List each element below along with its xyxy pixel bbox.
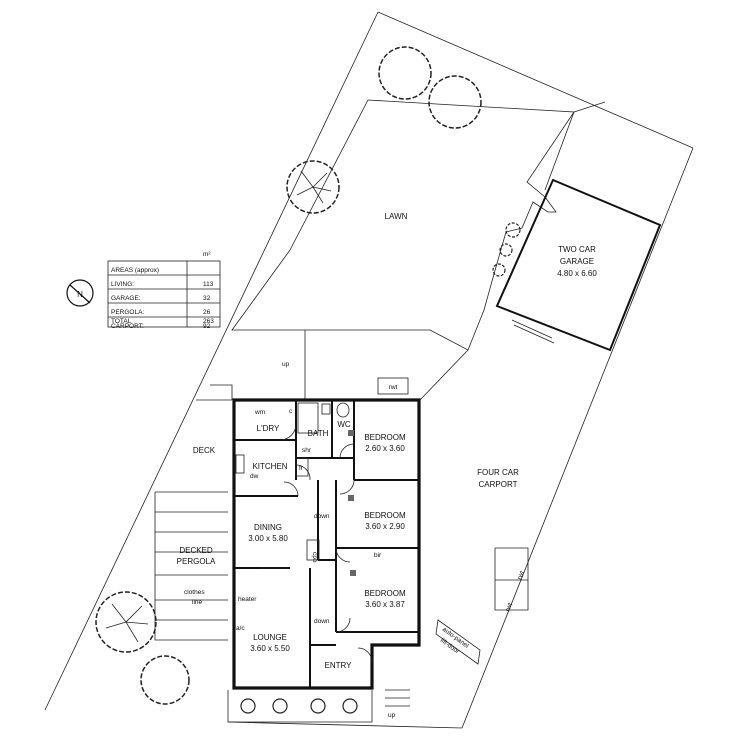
tree-icon xyxy=(95,46,521,714)
lounge-label: LOUNGE xyxy=(253,633,287,642)
rwt-label: rwt xyxy=(389,384,398,391)
carport-label: FOUR CAR xyxy=(477,468,519,477)
house-walls xyxy=(232,398,421,690)
fixtures xyxy=(235,377,529,665)
cpb-label: cpb xyxy=(311,552,318,563)
bedroom-3-label: BEDROOM xyxy=(364,589,406,598)
shr-label: shr xyxy=(302,447,312,454)
bath-label: BATH xyxy=(308,429,329,438)
bedroom-2-label: BEDROOM xyxy=(364,511,406,520)
lounge-dims: 3.60 x 5.50 xyxy=(250,644,290,653)
down-label: down xyxy=(314,513,330,520)
areas-title: AREAS (approx) xyxy=(111,267,159,274)
pergola-label: DECKED xyxy=(179,546,213,555)
clothes-label: clothes xyxy=(184,589,205,596)
areas-row-value: 113 xyxy=(203,281,214,288)
carport-lines xyxy=(304,330,469,401)
site-boundary xyxy=(44,11,694,729)
garden-bed xyxy=(227,689,410,723)
areas-row-value: 32 xyxy=(203,295,211,302)
bedroom-2-dims: 3.60 x 2.90 xyxy=(365,522,405,531)
door-swings xyxy=(279,423,373,663)
up-label-entry: up xyxy=(388,712,396,719)
garage-label: GARAGE xyxy=(560,257,594,266)
pergola-label: PERGOLA xyxy=(177,557,216,566)
bedroom-1-label: BEDROOM xyxy=(364,433,406,442)
bedroom-3-dims: 3.60 x 3.87 xyxy=(365,600,405,609)
areas-row-label: CARPORT: xyxy=(111,323,144,330)
fr-label: fr xyxy=(299,465,304,472)
lawn-label: LAWN xyxy=(385,212,408,221)
compass-letter: N xyxy=(77,290,83,299)
areas-total-label-text: TOTAL xyxy=(111,318,132,325)
c-label: c xyxy=(289,408,293,415)
deck-label: DECK xyxy=(193,446,216,455)
wc-label: WC xyxy=(337,420,351,429)
kitchen-label: KITCHEN xyxy=(252,462,287,471)
garage xyxy=(495,178,662,352)
areas-total-value: 263 xyxy=(203,318,214,325)
wm-label: wm xyxy=(254,409,265,416)
areas-table xyxy=(107,260,221,328)
carport-label: CARPORT xyxy=(479,480,518,489)
down-label-lounge: down xyxy=(314,618,330,625)
areas-row-value: 92 xyxy=(203,323,211,330)
rwt-label-carport-2: rwt xyxy=(516,570,526,581)
laundry-label: L'DRY xyxy=(257,424,280,433)
bir-label: bir xyxy=(374,552,382,559)
garage-dims: 4.80 x 6.60 xyxy=(557,269,597,278)
deck xyxy=(154,384,233,641)
areas-row-label: PERGOLA: xyxy=(111,309,144,316)
dining-label: DINING xyxy=(254,523,282,532)
heater-label: heater xyxy=(238,596,257,603)
line-label: line xyxy=(192,599,203,606)
areas-row-value: 26 xyxy=(203,309,211,316)
entry-label: ENTRY xyxy=(325,661,353,670)
areas-total: TOTAL 263 xyxy=(111,318,219,328)
areas-unit: m² xyxy=(203,251,211,258)
compass-icon xyxy=(66,279,94,307)
dw-label: dw xyxy=(250,473,259,480)
lawn-fence xyxy=(231,99,606,351)
garage-label: TWO CAR xyxy=(558,245,596,254)
areas-row-label: GARAGE: xyxy=(111,295,141,302)
ac-label: a/c xyxy=(236,625,245,632)
areas-row-label: LIVING: xyxy=(111,281,134,288)
bedroom-1-dims: 2.60 x 3.60 xyxy=(365,444,405,453)
dining-dims: 3.00 x 5.80 xyxy=(248,534,288,543)
up-label: up xyxy=(282,361,290,368)
rwt-label-carport: rwt xyxy=(504,602,514,613)
